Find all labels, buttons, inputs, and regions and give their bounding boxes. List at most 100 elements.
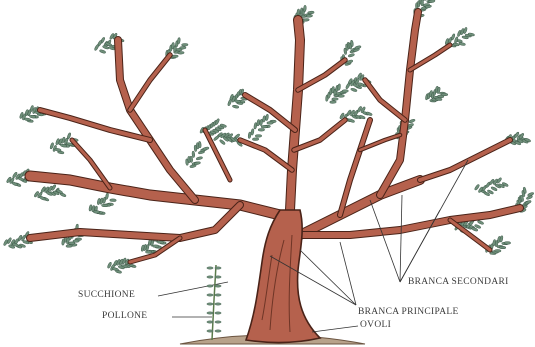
pollone-leaf	[215, 267, 221, 269]
leaf	[348, 118, 355, 123]
label-branca-secondaria: BRANCA SECONDARI	[408, 277, 509, 287]
leaf	[499, 246, 505, 249]
leaf	[454, 37, 459, 44]
leaf	[177, 37, 180, 44]
leaf	[303, 5, 306, 12]
label-ovoli: OVOLI	[360, 320, 391, 330]
leaf	[477, 220, 484, 225]
leaf	[196, 156, 203, 160]
leaf	[213, 135, 220, 141]
leaf	[93, 210, 99, 213]
leaf	[436, 98, 443, 101]
leaf	[194, 161, 201, 165]
leaf	[61, 239, 64, 246]
leaf	[428, 0, 435, 3]
leaf	[348, 53, 355, 57]
leaf	[227, 99, 232, 106]
branch	[30, 205, 240, 238]
pollone-leaf	[215, 321, 221, 323]
leaf	[308, 11, 315, 14]
pollone-leaf	[215, 330, 221, 332]
pollone-leaf	[207, 267, 213, 269]
label-succhione: SUCCHIONE	[78, 290, 135, 300]
ovoli-pointer	[312, 326, 358, 332]
leaf	[459, 42, 466, 46]
leaf	[463, 27, 468, 34]
leaf	[66, 245, 72, 248]
label-pollone: POLLONE	[102, 311, 147, 321]
leaf	[306, 14, 313, 17]
branch	[118, 40, 195, 200]
leaf	[495, 249, 501, 252]
leaf	[259, 119, 263, 126]
leaf	[232, 105, 239, 109]
label-branca-principale: BRANCA PRINCIPALE	[358, 307, 459, 317]
leaf	[248, 132, 252, 139]
leaf	[157, 241, 164, 244]
leaf	[190, 156, 193, 163]
pollone-leaf	[207, 276, 213, 278]
leaf	[330, 101, 337, 104]
branch	[130, 238, 180, 262]
leaf	[68, 242, 74, 245]
leaf	[198, 141, 201, 148]
pollone-leaf	[215, 285, 221, 287]
leaf	[192, 151, 195, 158]
pollone-leaf	[207, 312, 213, 314]
leaf	[255, 135, 261, 138]
leaf	[267, 122, 273, 125]
pollone-leaf	[215, 294, 221, 296]
branca-secondaria-pointer-1	[370, 200, 400, 282]
leaf	[254, 122, 258, 129]
leaf	[252, 138, 258, 141]
pollone-leaf	[207, 321, 213, 323]
branch	[245, 95, 295, 130]
branch	[240, 140, 292, 170]
leaf	[261, 125, 267, 128]
leaf	[451, 33, 456, 40]
leaf	[257, 119, 261, 126]
leaf	[11, 181, 18, 186]
pollone-leaf	[207, 294, 213, 296]
leaf	[345, 82, 350, 89]
leaf	[153, 245, 160, 248]
leaf	[145, 251, 152, 254]
pollone-leaf	[215, 303, 221, 305]
branca-principale-pointer-3	[340, 242, 356, 305]
leaf	[182, 43, 188, 46]
leaf	[55, 148, 62, 152]
branca-secondaria-pointer-2	[400, 195, 402, 282]
leaf	[354, 45, 361, 49]
leaf	[342, 90, 349, 93]
leaf	[338, 95, 345, 98]
leaf	[112, 267, 119, 271]
branch-outline	[118, 40, 195, 200]
leaf	[421, 0, 424, 6]
branch	[130, 55, 170, 110]
leaf	[202, 147, 209, 151]
pollone-leaf	[207, 330, 213, 332]
leaf	[504, 241, 510, 244]
branch	[30, 176, 280, 215]
leaf	[350, 88, 357, 93]
leaf	[178, 51, 184, 54]
leaf	[337, 84, 340, 91]
leaf	[180, 46, 186, 49]
leaf	[441, 93, 448, 96]
leaf	[366, 111, 373, 116]
leaf	[303, 18, 310, 21]
leaf	[39, 196, 46, 201]
leaf	[94, 44, 99, 51]
leaf	[24, 118, 31, 122]
leaf	[258, 128, 264, 131]
pollone-leaf	[215, 276, 221, 278]
leaf	[409, 119, 416, 124]
leaf	[332, 98, 339, 101]
branch	[294, 120, 345, 150]
leaf	[99, 49, 106, 54]
leaf	[110, 199, 116, 202]
pollone-leaf	[207, 285, 213, 287]
pollone-leaf	[215, 312, 221, 314]
leaf	[102, 204, 108, 207]
